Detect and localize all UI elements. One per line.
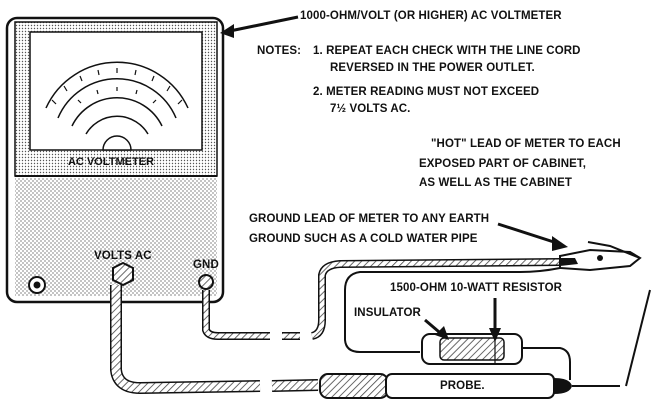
title-arrow bbox=[220, 15, 299, 38]
probe bbox=[319, 373, 620, 399]
meter-scale bbox=[45, 61, 189, 135]
ground-callout-arrow bbox=[497, 222, 568, 251]
gnd-label: GND bbox=[193, 259, 219, 271]
insulator-callout-arrow bbox=[424, 318, 449, 340]
note-2-line-2: 7½ VOLTS AC. bbox=[330, 103, 411, 115]
ground-callout-line-2: GROUND SUCH AS A COLD WATER PIPE bbox=[249, 233, 478, 245]
hot-lead-callout-line-1: "HOT" LEAD OF METER TO EACH bbox=[431, 138, 621, 150]
ground-callout-line-1: GROUND LEAD OF METER TO ANY EARTH bbox=[249, 213, 490, 225]
meter-face-label: AC VOLTMETER bbox=[68, 156, 154, 168]
hot-lead-callout-line-3: AS WELL AS THE CABINET bbox=[419, 177, 572, 189]
insulator-resistor bbox=[421, 333, 523, 365]
zero-adjust-screw bbox=[28, 276, 46, 294]
note-1-line-1: 1. REPEAT EACH CHECK WITH THE LINE CORD bbox=[313, 45, 581, 57]
resistor-label: 1500-OHM 10-WATT RESISTOR bbox=[390, 282, 563, 294]
meter-title-label: 1000-OHM/VOLT (OR HIGHER) AC VOLTMETER bbox=[300, 10, 562, 22]
resistor-callout-arrow bbox=[489, 298, 501, 342]
scale-ticks bbox=[51, 68, 183, 105]
probe-label: PROBE. bbox=[440, 380, 485, 392]
ac-voltmeter bbox=[5, 16, 225, 304]
cabinet-contact-line bbox=[625, 289, 651, 387]
hot-lead-callout-line-2: EXPOSED PART OF CABINET, bbox=[419, 158, 587, 170]
notes-label: NOTES: bbox=[257, 45, 302, 57]
volts-ac-label: VOLTS AC bbox=[94, 250, 152, 262]
gnd-jack bbox=[198, 274, 214, 290]
insulator-label: INSULATOR bbox=[354, 307, 421, 319]
volts-ac-jack bbox=[112, 261, 134, 287]
resistor-wire bbox=[344, 267, 571, 380]
note-1-line-2: REVERSED IN THE POWER OUTLET. bbox=[330, 62, 535, 74]
note-2-line-1: 2. METER READING MUST NOT EXCEED bbox=[313, 86, 540, 98]
ground-lead bbox=[202, 258, 561, 340]
hot-lead bbox=[110, 285, 319, 395]
alligator-clip bbox=[559, 241, 642, 272]
